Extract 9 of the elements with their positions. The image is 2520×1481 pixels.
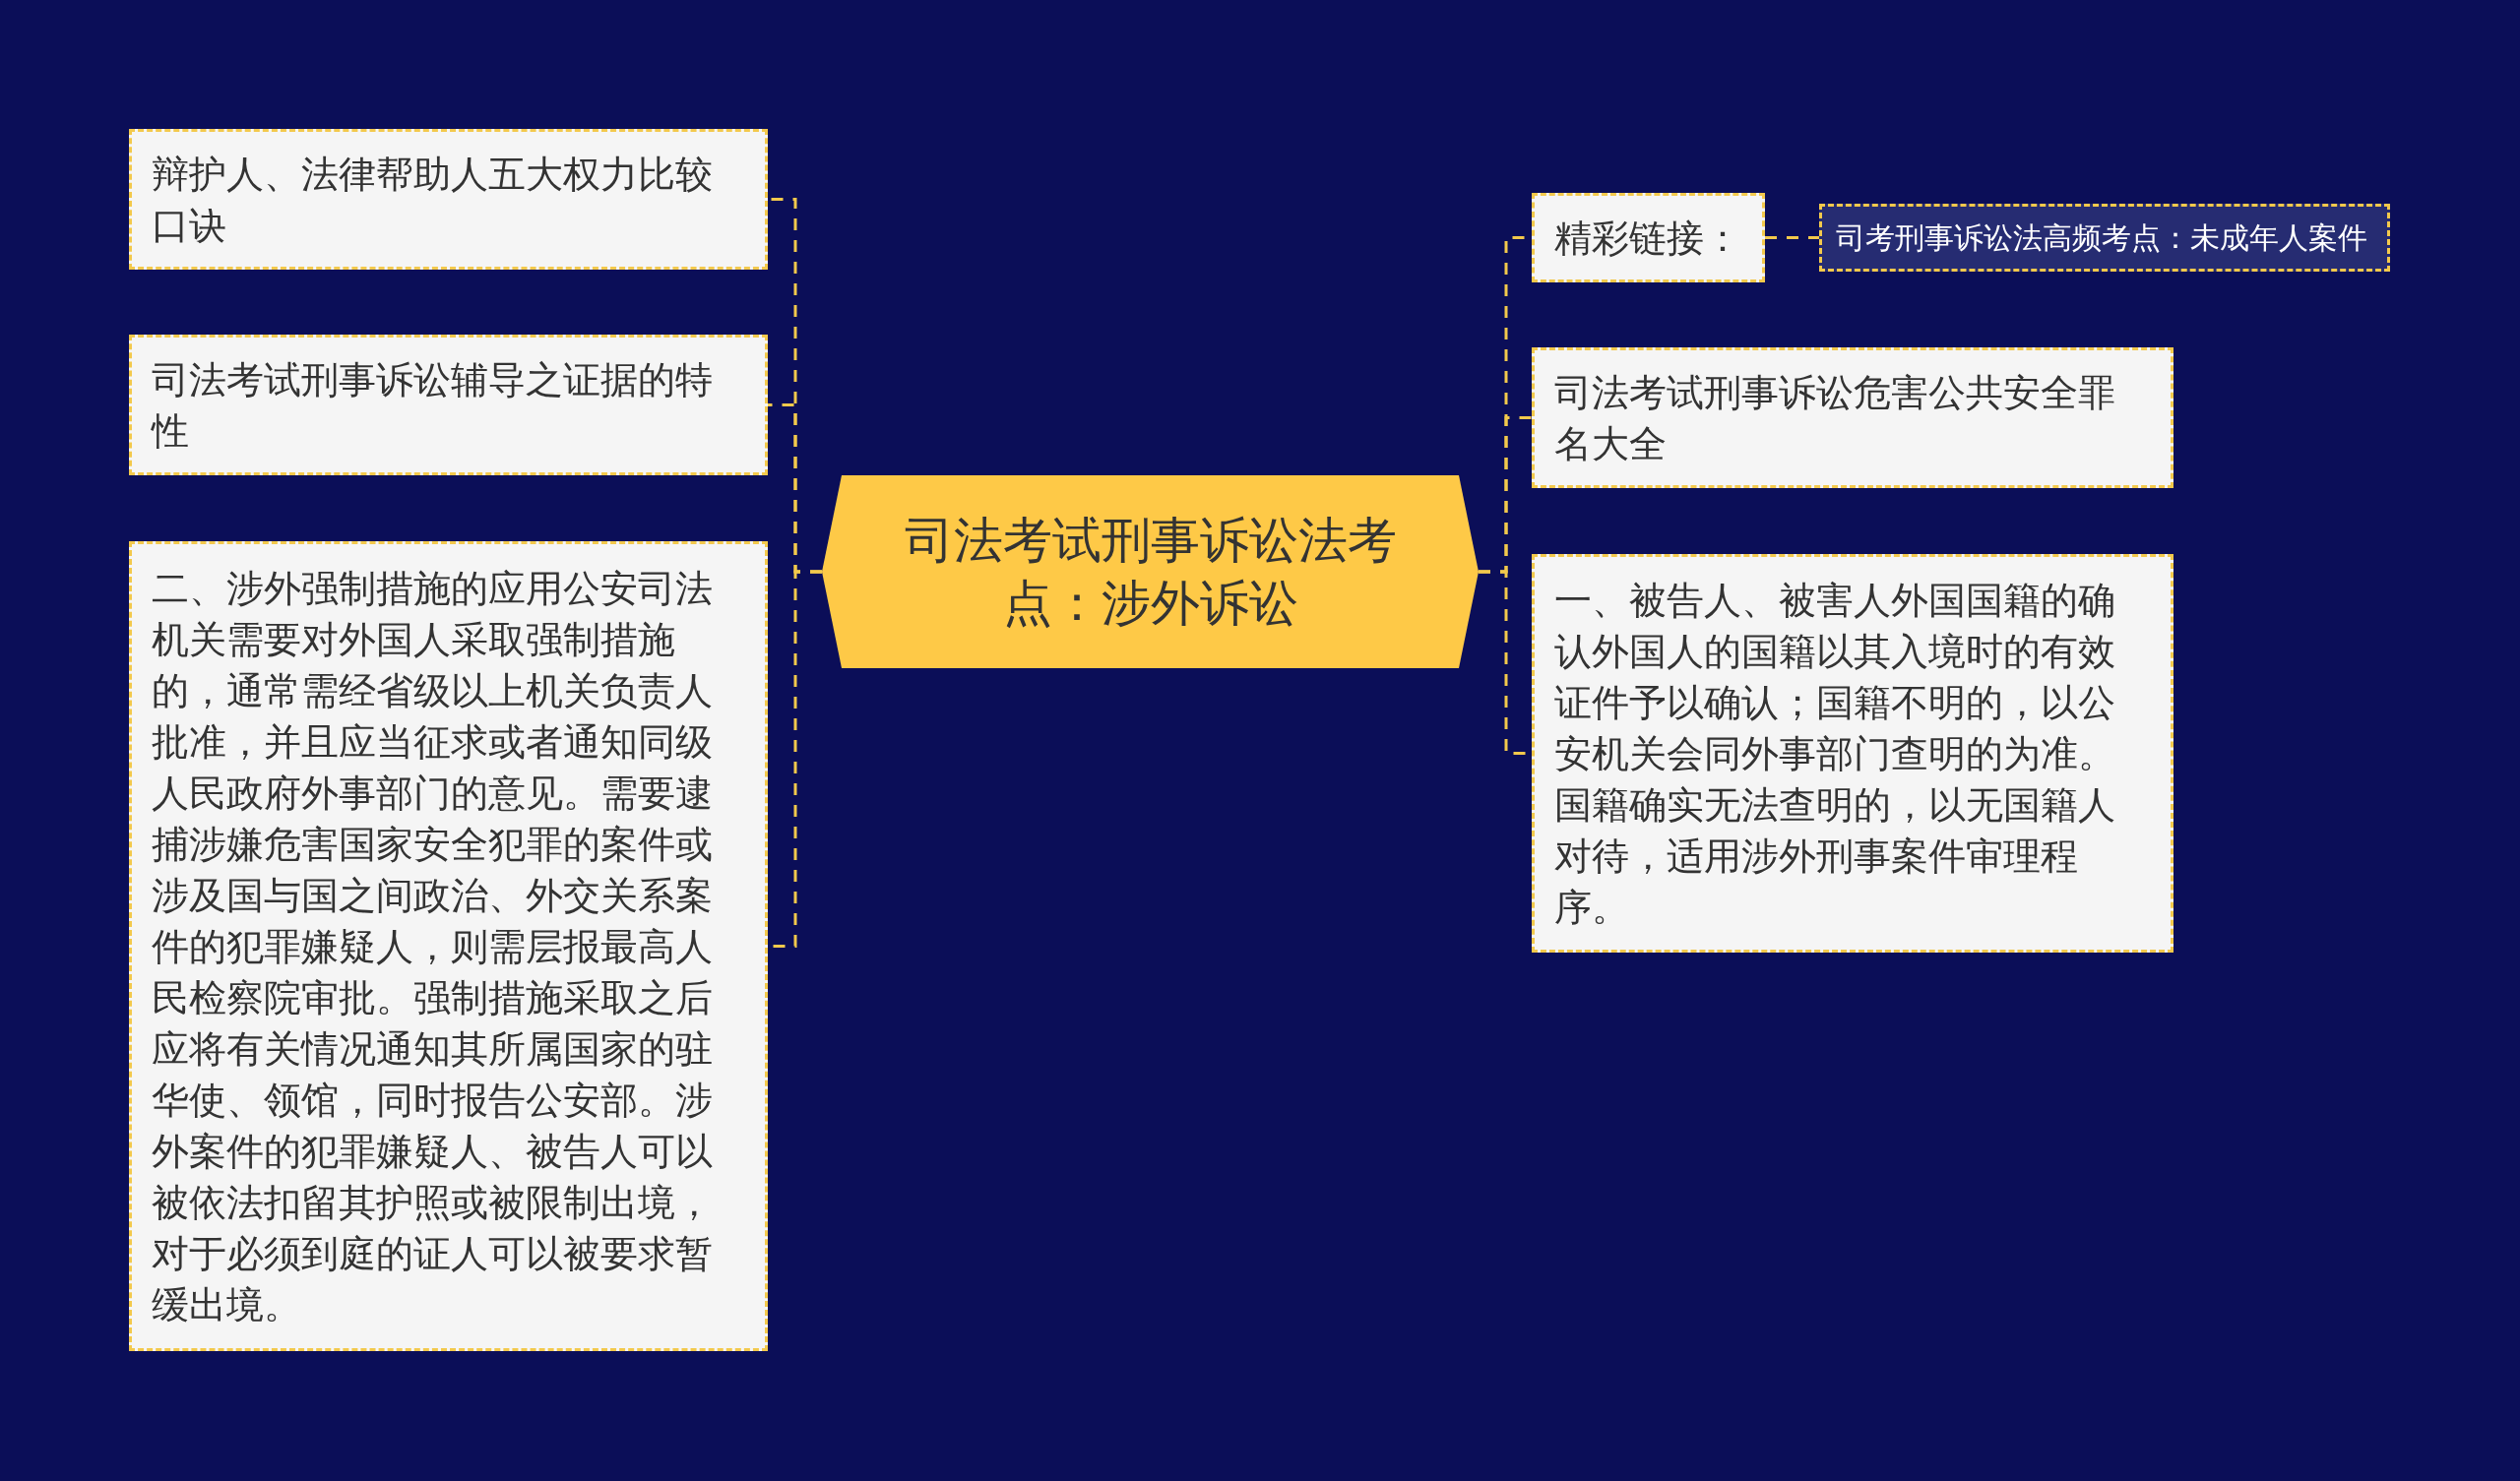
- topic-box: 司法考试刑事诉讼危害公共安全罪名大全: [1532, 347, 2174, 488]
- topic-box: 二、涉外强制措施的应用公安司法机关需要对外国人采取强制措施的，通常需经省级以上机关负责人批准，并且应当征求或者通知同级人民政府外事部门的意见。需要逮捕涉嫌危害国家安全犯罪的案件或涉及国与国之间政治、外交关系案件的犯罪嫌疑人，则需层报最高人民检察院审批。强制措施采取之后应将有关情况通知其所属国家的驻华使、领馆，同时报告公安部。涉外案件的犯罪嫌疑人、被告人可以被依法扣留其护照或被限制出境，对于必须到庭的证人可以被要求暂缓出境。: [129, 541, 768, 1351]
- connector-line: [1765, 236, 1819, 239]
- topic-box: 一、被告人、被害人外国国籍的确认外国人的国籍以其入境时的有效证件予以确认；国籍不明的，以公安机关会同外事部门查明的为准。国籍确实无法查明的，以无国籍人对待，适用涉外刑事案件审理程序。: [1532, 554, 2174, 953]
- topic-box: 司法考试刑事诉讼辅导之证据的特性: [129, 335, 768, 475]
- topic-hexagon: 司法考试刑事诉讼法考点：涉外诉讼: [822, 475, 1479, 668]
- topic-box: 精彩链接：: [1532, 193, 1765, 282]
- link-box: 司考刑事诉讼法高频考点：未成年人案件: [1819, 204, 2390, 272]
- topic-box: 辩护人、法律帮助人五大权力比较口诀: [129, 129, 768, 270]
